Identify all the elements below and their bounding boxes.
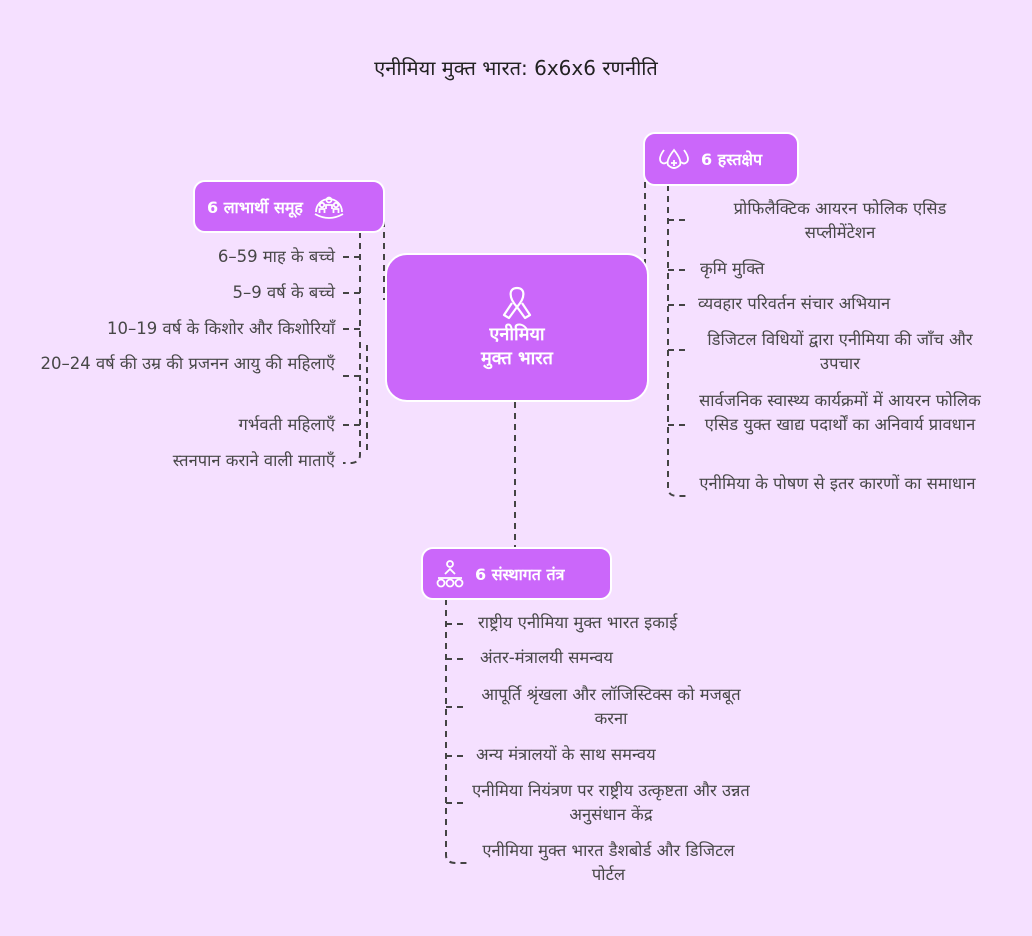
central-title-line2: मुक्त भारत — [481, 347, 553, 369]
beneficiary-item: 6–59 माह के बच्चे — [217, 247, 335, 266]
beneficiary-item: स्तनपान कराने वाली माताएँ — [172, 451, 335, 470]
institutional-item: एनीमिया मुक्त भारत डैशबोर्ड और डिजिटल पो… — [482, 841, 735, 884]
blood-drops-icon — [659, 148, 689, 169]
beneficiaries-header: 6 लाभार्थी समूह — [193, 180, 385, 233]
people-group-icon — [314, 196, 344, 219]
interventions-label: 6 हस्तक्षेप — [701, 150, 763, 169]
beneficiary-item: 20–24 वर्ष की उम्र की प्रजनन आयु की महिल… — [40, 354, 335, 373]
institutional-header: 6 संस्थागत तंत्र — [421, 547, 612, 600]
hierarchy-icon — [436, 559, 464, 587]
beneficiaries-label: 6 लाभार्थी समूह — [207, 197, 303, 217]
central-title-line1: एनीमिया — [489, 323, 545, 345]
ribbon-icon — [502, 286, 532, 319]
intervention-item: व्यवहार परिवर्तन संचार अभियान — [698, 294, 891, 313]
intervention-item: सार्वजनिक स्वास्थ्य कार्यक्रमों में आयरन… — [699, 391, 981, 434]
intervention-item: कृमि मुक्ति — [700, 259, 765, 278]
intervention-item: डिजिटल विधियों द्वारा एनीमिया की जाँच और… — [707, 330, 973, 373]
central-node: एनीमिया मुक्त भारत — [385, 253, 649, 402]
institutional-item: अंतर-मंत्रालयी समन्वय — [480, 648, 613, 667]
institutional-item: अन्य मंत्रालयों के साथ समन्वय — [476, 745, 656, 764]
institutional-item: राष्ट्रीय एनीमिया मुक्त भारत इकाई — [478, 613, 678, 632]
beneficiary-item: गर्भवती महिलाएँ — [238, 415, 335, 434]
beneficiary-item: 10–19 वर्ष के किशोर और किशोरियाँ — [107, 319, 335, 338]
institutional-item: एनीमिया नियंत्रण पर राष्ट्रीय उत्कृष्टता… — [472, 781, 750, 824]
interventions-header: 6 हस्तक्षेप — [643, 132, 799, 186]
intervention-item: प्रोफिलैक्टिक आयरन फोलिक एसिड सप्लीमेंटे… — [733, 199, 947, 242]
institutional-label: 6 संस्थागत तंत्र — [475, 564, 565, 584]
institutional-item: आपूर्ति श्रृंखला और लॉजिस्टिक्स को मजबूत… — [481, 685, 741, 728]
diagram-title: एनीमिया मुक्त भारत: 6x6x6 रणनीति — [374, 56, 658, 80]
beneficiary-item: 5–9 वर्ष के बच्चे — [232, 283, 335, 302]
intervention-item: एनीमिया के पोषण से इतर कारणों का समाधान — [699, 474, 976, 493]
